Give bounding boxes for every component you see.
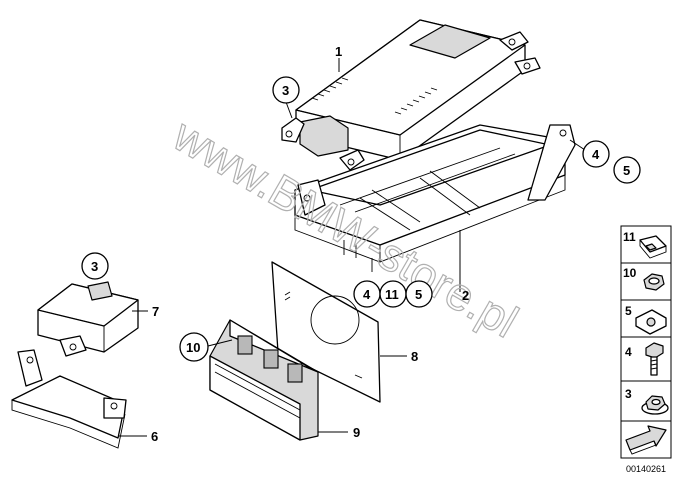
legend-label-11: 11 — [623, 230, 636, 244]
callouts: 1 3 4 5 2 4 11 5 3 7 10 8 9 6 — [81, 44, 641, 444]
part-1-control-module — [281, 19, 541, 171]
fastener-legend: 11 10 5 4 — [620, 225, 672, 459]
legend-label-10: 10 — [623, 266, 637, 280]
callout-4a-circle — [582, 140, 610, 168]
callout-9: 9 — [353, 425, 360, 440]
part-8-mounting-plate — [271, 261, 381, 403]
callout-3b: 3 — [91, 259, 98, 274]
hex-nut-icon — [643, 273, 665, 291]
callout-7: 7 — [152, 304, 159, 319]
callout-11b: 11 — [385, 287, 399, 302]
callout-1: 1 — [335, 44, 342, 59]
legend-row-4 — [620, 336, 672, 382]
callout-3a: 3 — [282, 83, 289, 98]
callout-8: 8 — [411, 349, 418, 364]
callout-10: 10 — [186, 340, 200, 355]
callout-5b-circle — [405, 280, 433, 308]
clip-nut-icon — [639, 235, 667, 259]
callout-6: 6 — [151, 429, 158, 444]
part-9-module-box — [209, 319, 319, 441]
document-id: 00140261 — [626, 464, 666, 474]
part-6-bracket — [11, 349, 127, 449]
part-7-small-module — [37, 281, 139, 357]
hex-bolt-icon — [645, 342, 664, 376]
part-2-bracket-tray — [294, 124, 576, 272]
callout-4b: 4 — [363, 287, 371, 302]
legend-label-5: 5 — [625, 304, 632, 318]
direction-arrow-icon — [625, 425, 667, 455]
callout-2: 2 — [462, 288, 469, 303]
callout-3a-circle — [272, 76, 300, 104]
spring-nut-icon — [635, 309, 667, 335]
legend-label-4: 4 — [625, 345, 632, 359]
callout-3b-circle — [81, 252, 109, 280]
legend-label-3: 3 — [625, 387, 632, 401]
callout-5a: 5 — [623, 163, 630, 178]
callout-5a-circle — [613, 156, 641, 184]
callout-5b: 5 — [415, 287, 422, 302]
callout-4a: 4 — [592, 147, 600, 162]
callout-10-circle — [179, 332, 209, 362]
flange-nut-icon — [641, 395, 669, 415]
